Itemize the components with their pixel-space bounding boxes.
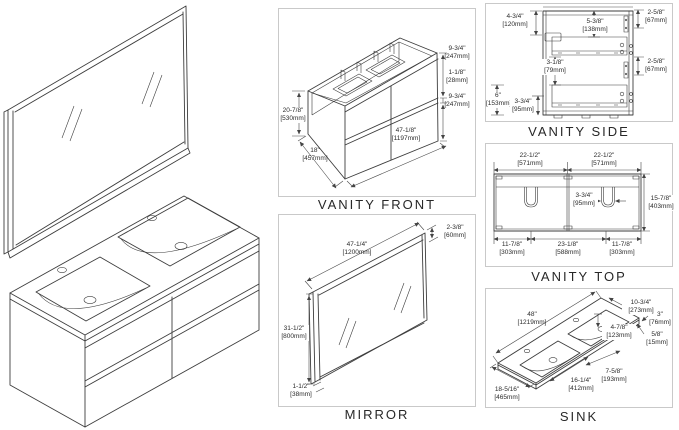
dim-mirror-height: 31-1/2"[800mm]	[279, 325, 309, 341]
vanity-front-panel: 9-3/4"[247mm] 1-1/8"[28mm] 9-3/4"[247mm]…	[278, 8, 476, 197]
dim-top-depth: 15-7/8"[403mm]	[648, 195, 674, 211]
dim-top-right-half: 22-1/2"[571mm]	[591, 152, 617, 167]
dim-side-top-left: 4-3/4"[120mm]	[502, 13, 528, 28]
dim-side-bottom-left: 6"[153mm]	[486, 92, 512, 108]
dim-top-bottom-center: 23-1/8"[588mm]	[555, 241, 581, 256]
dim-side-mid-right: 2-5/8"[67mm]	[645, 58, 667, 73]
vanity-top-drawing	[493, 162, 650, 244]
mirror-title: MIRROR	[344, 407, 410, 422]
dim-top-cutout: 3-3/4"[95mm]	[570, 192, 598, 208]
mirror-panel: 47-1/4"[1200mm] 2-3/8"[60mm] 31-1/2"[800…	[278, 214, 476, 407]
dim-front-drawer-bottom: 9-3/4"[247mm]	[444, 93, 470, 108]
dim-mirror-thickness: 1-1/2"[38mm]	[290, 383, 312, 398]
vanity-side-panel: 4-3/4"[120mm] 5-3/8"[138mm] 2-5/8"[67mm]…	[485, 3, 673, 122]
dim-sink-depth: 18-5/16"[465mm]	[494, 386, 520, 401]
dim-sink-lip: 5/8"[15mm]	[646, 331, 668, 346]
dim-sink-edge-height: 3"[76mm]	[649, 311, 671, 326]
dim-front-height: 20-7/8"[530mm]	[279, 107, 307, 123]
dim-top-left-half: 22-1/2"[571mm]	[517, 152, 543, 167]
sink-drawing	[489, 290, 649, 390]
dim-side-bottom-center: 3-3/4"[95mm]	[510, 98, 536, 114]
dim-mirror-width: 47-1/4"[1200mm]	[342, 241, 372, 256]
vanity-front-drawing	[292, 37, 447, 189]
dim-front-drawer-top: 9-3/4"[247mm]	[444, 45, 470, 60]
dim-top-bottom-left: 11-7/8"[303mm]	[499, 241, 525, 256]
sink-title: SINK	[559, 409, 599, 424]
vanity-top-title: VANITY TOP	[531, 269, 627, 284]
dim-sink-basin-depth: 4-7/8"[123mm]	[602, 324, 636, 340]
vanity-and-mirror-isometric-drawing	[3, 5, 260, 428]
vanity-front-title: VANITY FRONT	[317, 197, 437, 212]
dim-sink-front-right: 7-5/8"[193mm]	[601, 368, 627, 383]
dim-top-bottom-right: 11-7/8"[303mm]	[609, 241, 635, 256]
dim-front-depth: 18"[457mm]	[302, 147, 328, 162]
dim-side-top-right: 2-5/8"[67mm]	[645, 9, 667, 24]
dim-sink-basin-width: 16-1/4"[412mm]	[568, 377, 594, 392]
dim-front-width: 47-1/8"[1197mm]	[391, 127, 421, 142]
dim-side-top-center: 5-3/8"[138mm]	[576, 18, 614, 34]
vanity-side-title: VANITY SIDE	[528, 124, 630, 139]
dim-sink-back-right: 10-3/4"[273mm]	[622, 299, 660, 315]
dim-sink-width: 48"[1219mm]	[517, 311, 547, 326]
mirror-drawing	[304, 221, 439, 393]
dim-front-drawer-gap: 1-1/8"[28mm]	[446, 69, 468, 84]
dim-side-drawer-gap: 3-1/8"[79mm]	[537, 59, 573, 75]
sink-panel: 48"[1219mm] 10-3/4"[273mm] 3"[76mm] 5/8"…	[485, 288, 673, 408]
vanity-top-panel: 22-1/2"[571mm] 22-1/2"[571mm] 3-3/4"[95m…	[485, 143, 674, 267]
dim-mirror-frame-depth: 2-3/8"[60mm]	[444, 224, 466, 239]
